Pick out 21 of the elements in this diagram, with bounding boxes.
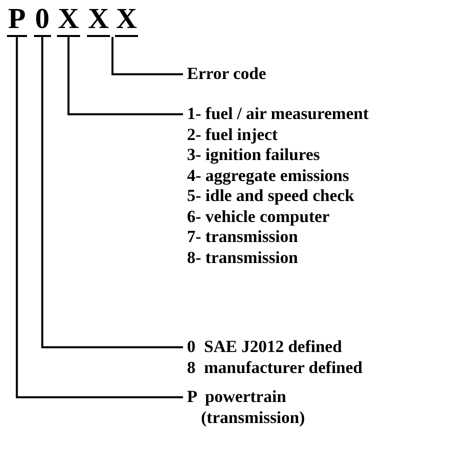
code-description: P powertrain (transmission) (187, 387, 331, 428)
code-character: X (87, 4, 110, 37)
leader-line (111, 37, 183, 76)
code-character: 0 (34, 4, 50, 37)
code-description: 4- aggregate emissions (187, 166, 350, 186)
code-description: Error code (187, 64, 266, 84)
code-description: 3- ignition failures (187, 145, 321, 166)
code-character: X (57, 4, 80, 37)
code-description: 8- transmission (187, 248, 299, 268)
code-description: 0 SAE J2012 defined (187, 337, 343, 358)
code-character: X (115, 4, 138, 37)
code-description: 8 manufacturer defined (187, 358, 363, 378)
code-description: 5- idle and speed check (187, 186, 356, 206)
code-description: 1- fuel / air measurement (187, 104, 369, 124)
code-character: P (7, 4, 27, 37)
code-description: 6- vehicle computer (187, 206, 331, 227)
code-description: 2- fuel inject (187, 124, 279, 145)
leader-line (41, 37, 183, 348)
leader-line (16, 37, 183, 398)
leader-line (67, 37, 183, 116)
code-description: 7- transmission (187, 227, 299, 248)
